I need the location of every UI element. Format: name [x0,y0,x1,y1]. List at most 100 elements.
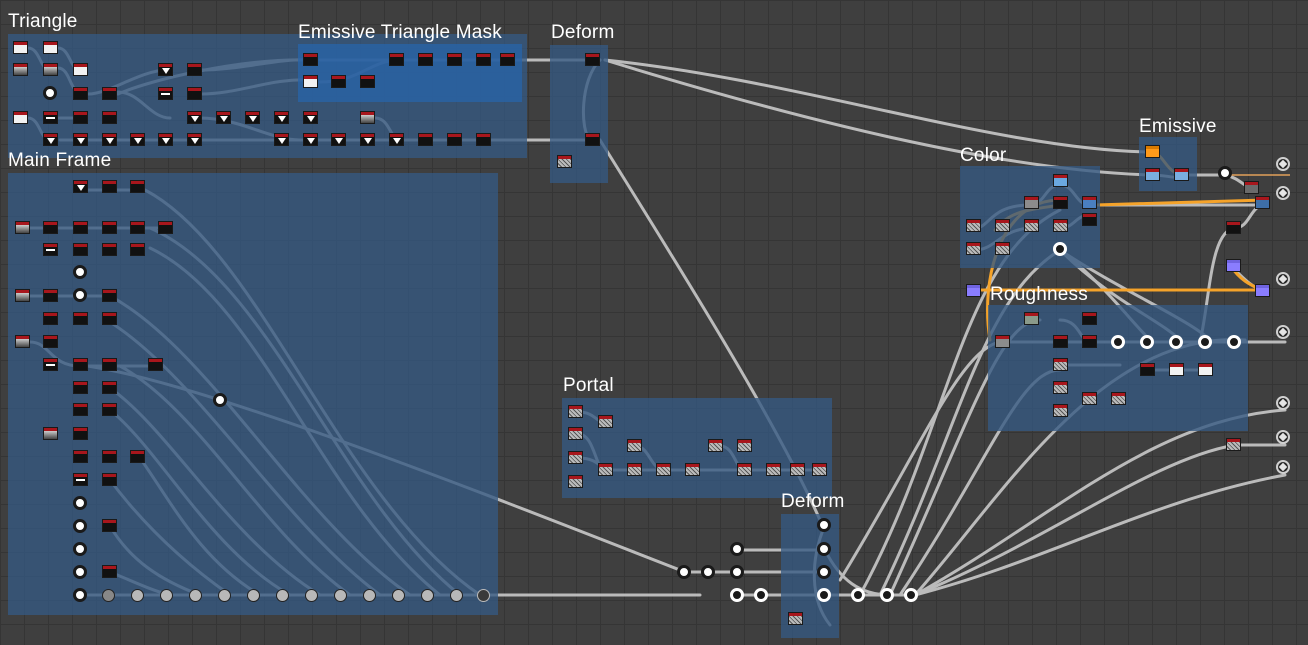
circle-node[interactable] [677,565,691,579]
transform-node[interactable] [187,133,202,146]
blend-node[interactable] [1244,181,1259,194]
transform-node[interactable] [102,133,117,146]
noise-node[interactable] [557,155,572,168]
noise-node[interactable] [627,439,642,452]
blend-node[interactable] [130,221,145,234]
noise-node[interactable] [1053,219,1068,232]
blend-node[interactable] [73,381,88,394]
dot-node[interactable] [276,589,289,602]
gradient-node[interactable] [15,289,30,302]
blend-node[interactable] [1226,221,1241,234]
noise-node[interactable] [1024,312,1039,325]
blend-node[interactable] [102,519,117,532]
blend-node[interactable] [476,53,491,66]
ring-node[interactable] [851,588,865,602]
blend-node[interactable] [1140,363,1155,376]
levels-node[interactable] [73,63,88,76]
ring-node[interactable] [880,588,894,602]
dot-node[interactable] [160,589,173,602]
output-icon[interactable] [1276,186,1290,200]
gradient-node[interactable] [360,111,375,124]
ring-node[interactable] [730,588,744,602]
noise-node[interactable] [1053,381,1068,394]
blend-node[interactable] [73,221,88,234]
ring-node[interactable] [754,588,768,602]
noise-node[interactable] [1082,196,1097,209]
circle-node[interactable] [817,542,831,556]
output-icon[interactable] [1276,157,1290,171]
ring-node[interactable] [817,588,831,602]
levels-node[interactable] [43,358,58,371]
blend-node[interactable] [158,221,173,234]
noise-node[interactable] [995,242,1010,255]
blend-node[interactable] [73,450,88,463]
blend-node[interactable] [43,335,58,348]
shape-node[interactable] [73,180,88,193]
noise-node[interactable] [627,463,642,476]
noise-node[interactable] [1145,168,1160,181]
blend-node[interactable] [73,111,88,124]
noise-node[interactable] [568,405,583,418]
output-icon[interactable] [1276,460,1290,474]
dot-node[interactable] [247,589,260,602]
transform-node[interactable] [216,111,231,124]
circle-node[interactable] [73,265,87,279]
blend-node[interactable] [73,403,88,416]
noise-node[interactable] [966,242,981,255]
transform-node[interactable] [331,133,346,146]
ring-node[interactable] [1169,335,1183,349]
levels-node[interactable] [1198,363,1213,376]
transform-node[interactable] [389,133,404,146]
blend-node[interactable] [102,565,117,578]
noise-node[interactable] [766,463,781,476]
circle-node[interactable] [73,565,87,579]
blend-node[interactable] [130,180,145,193]
triangle-shape-node[interactable] [43,133,58,146]
noise-node[interactable] [568,475,583,488]
dot-node[interactable] [363,589,376,602]
blend-node[interactable] [360,75,375,88]
warp-node[interactable] [585,133,600,146]
uniform-color-node[interactable] [1226,259,1241,272]
blend-node[interactable] [418,133,433,146]
shape-node[interactable] [13,41,28,54]
noise-node[interactable] [568,451,583,464]
noise-node[interactable] [966,219,981,232]
noise-node[interactable] [1111,392,1126,405]
circle-node[interactable] [73,588,87,602]
transform-node[interactable] [73,133,88,146]
levels-node[interactable] [158,87,173,100]
dot-node[interactable] [189,589,202,602]
transform-node[interactable] [303,111,318,124]
uniform-color-node[interactable] [966,284,981,297]
blend-node[interactable] [102,243,117,256]
circle-node[interactable] [730,565,744,579]
noise-node[interactable] [790,463,805,476]
blend-node[interactable] [73,312,88,325]
noise-node[interactable] [568,427,583,440]
dot-node[interactable] [305,589,318,602]
noise-node[interactable] [1024,219,1039,232]
dot-node[interactable] [450,589,463,602]
blend-node[interactable] [102,312,117,325]
noise-node[interactable] [1226,438,1241,451]
blend-node[interactable] [1053,335,1068,348]
shape-node[interactable] [43,41,58,54]
blend-node[interactable] [1082,213,1097,226]
blend-node[interactable] [102,221,117,234]
ring-node[interactable] [904,588,918,602]
blend-node[interactable] [102,403,117,416]
blend-node[interactable] [102,358,117,371]
blend-node[interactable] [1082,335,1097,348]
noise-node[interactable] [737,439,752,452]
noise-node[interactable] [1053,174,1068,187]
gradient-node[interactable] [13,63,28,76]
transform-node[interactable] [158,133,173,146]
blend-node[interactable] [500,53,515,66]
noise-node[interactable] [1053,404,1068,417]
blend-node[interactable] [148,358,163,371]
circle-node[interactable] [1218,166,1232,180]
dot-node[interactable] [477,589,490,602]
gradient-node[interactable] [15,335,30,348]
noise-node[interactable] [656,463,671,476]
